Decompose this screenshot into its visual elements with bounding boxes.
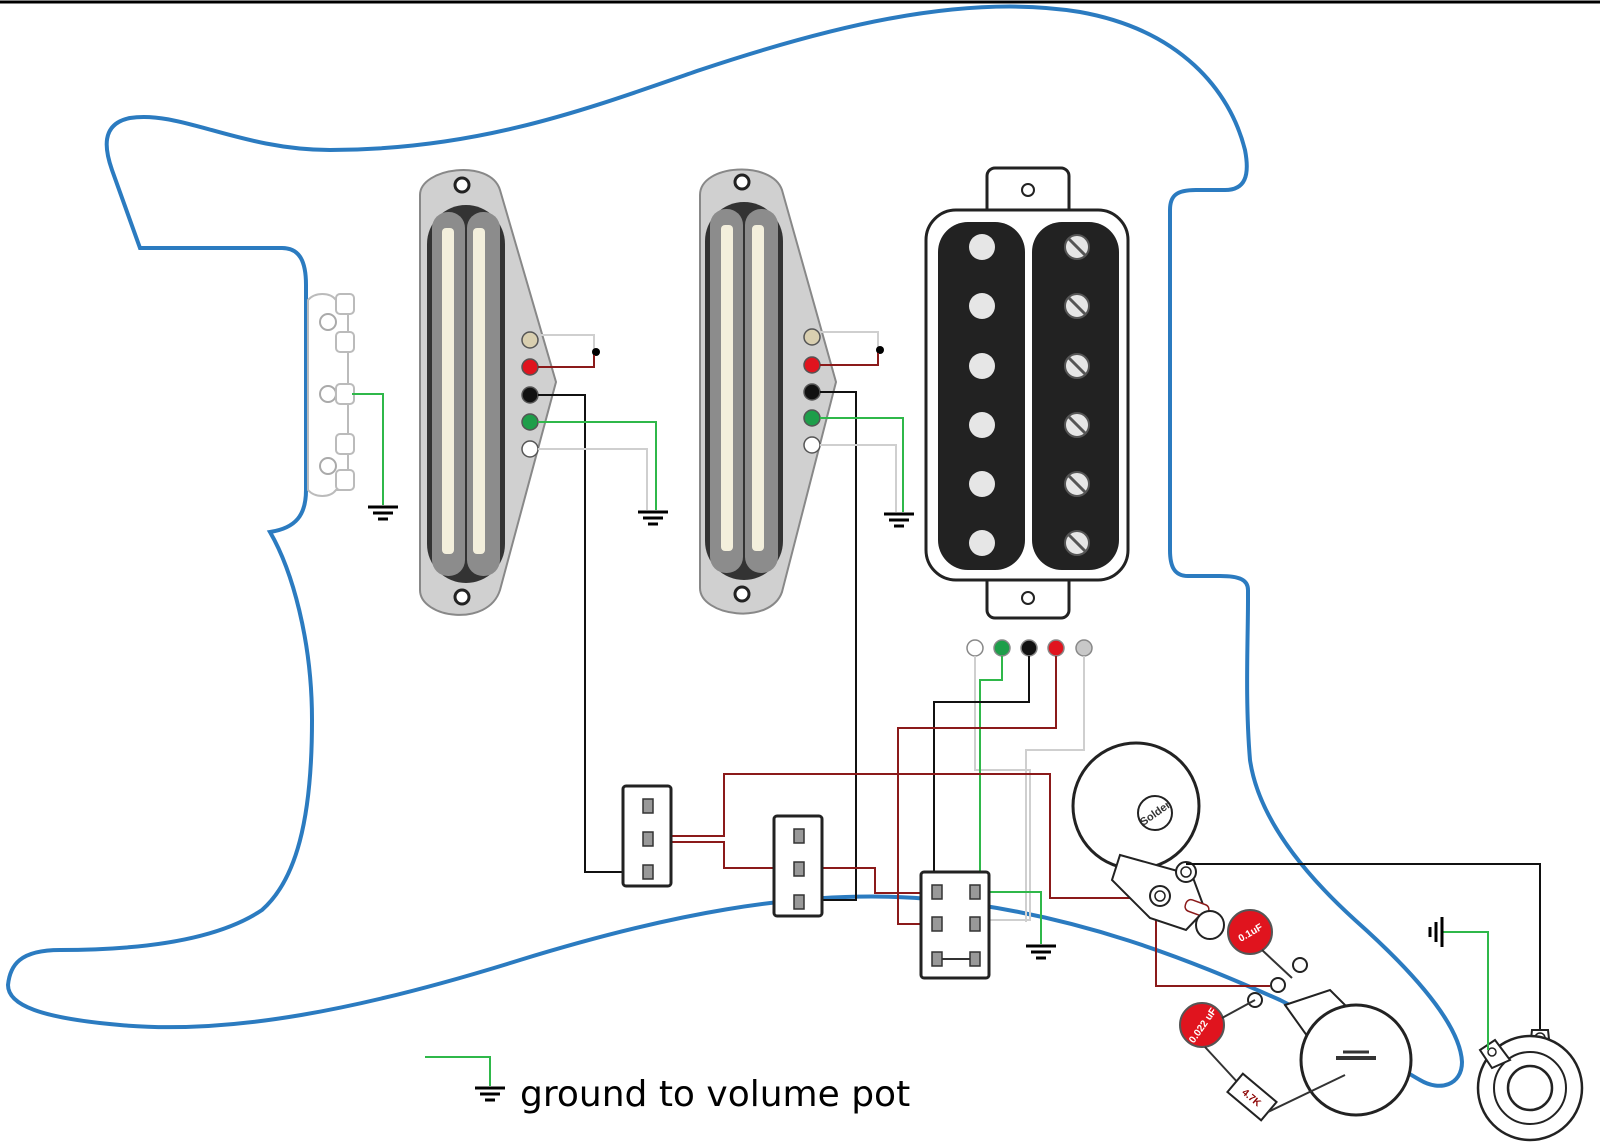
neck-pickup-wires <box>538 334 657 873</box>
humbucker-wires <box>897 656 1085 925</box>
humbucker-bridge <box>924 166 1130 620</box>
ground-symbol-neck <box>638 510 668 526</box>
ground-symbol-jack <box>1428 917 1444 947</box>
output-jack <box>1476 1029 1584 1142</box>
mini-switch-2 <box>772 814 824 918</box>
claw-ground-wire <box>352 393 384 505</box>
volume-to-jack-wire <box>1186 863 1541 1030</box>
neck-pickup-terminals <box>521 331 539 458</box>
legend-green-wire <box>425 1056 491 1086</box>
humbucker-terminals <box>966 639 1093 657</box>
ground-symbol-legend <box>475 1086 505 1102</box>
middle-pickup-wires <box>804 331 904 901</box>
single-coil-neck <box>419 169 558 616</box>
mini-switch-1 <box>621 784 673 888</box>
spring-claw <box>307 293 355 497</box>
dpdt-switch <box>919 870 991 980</box>
ground-symbol-claw <box>368 505 398 521</box>
pickguard-outline <box>5 4 1465 1088</box>
jack-ground-wire <box>1442 931 1489 1050</box>
tone-pot: 0.1uF 0.022 uF 4.7K <box>1179 909 1413 1122</box>
ground-symbol-switch <box>1026 944 1056 960</box>
single-coil-middle <box>699 168 838 615</box>
ground-symbol-middle <box>884 512 914 528</box>
volume-pot: Solder <box>1071 741 1225 940</box>
legend-text: ground to volume pot <box>520 1074 910 1115</box>
